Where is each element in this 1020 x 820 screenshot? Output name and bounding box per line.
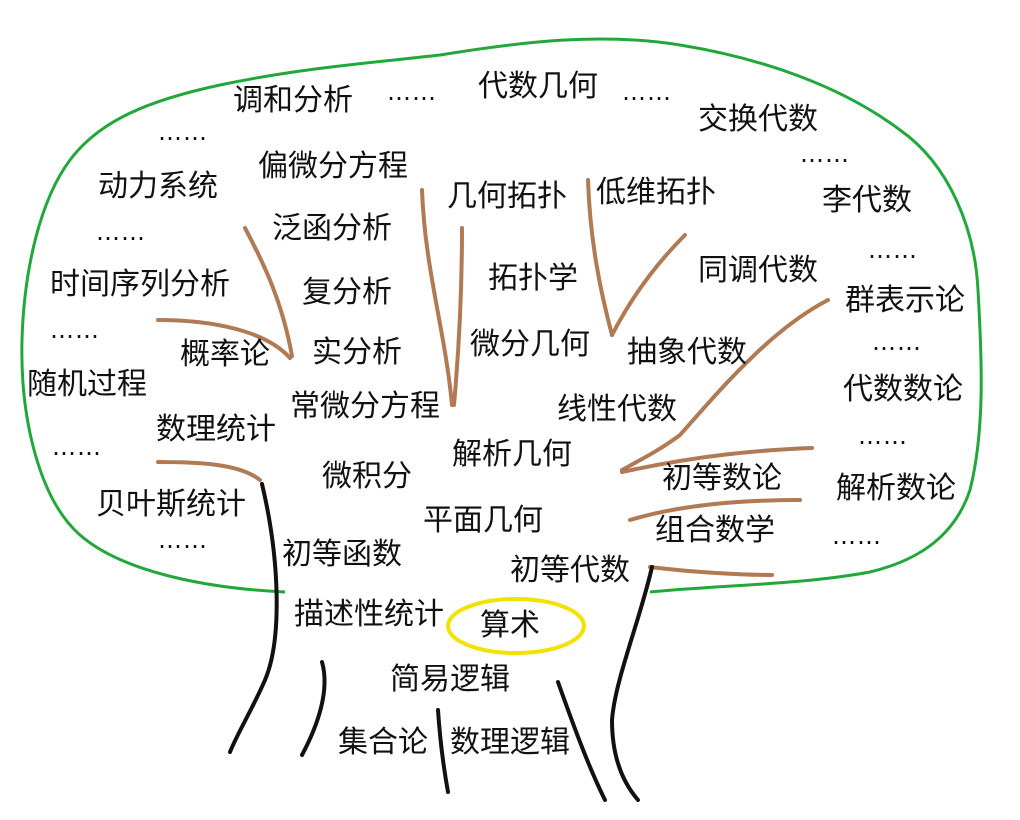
branch-number-theory <box>620 446 814 474</box>
ellipsis-11: …… <box>158 526 208 554</box>
ellipsis-10: …… <box>52 433 102 461</box>
label-low-dim-topology: 低维拓扑 <box>596 175 716 210</box>
label-complex-analysis: 复分析 <box>302 275 392 310</box>
branch-statistics <box>156 460 262 482</box>
label-mathematical-statistics: 数理统计 <box>156 412 276 447</box>
arithmetic-highlight <box>446 597 586 655</box>
label-combinatorics: 组合数学 <box>655 513 775 548</box>
label-calculus: 微积分 <box>322 459 412 494</box>
label-set-theory: 集合论 <box>338 725 428 760</box>
ellipsis-2: …… <box>622 78 672 106</box>
label-commutative-algebra: 交换代数 <box>698 102 818 137</box>
branch-homology <box>610 233 687 337</box>
label-abstract-algebra: 抽象代数 <box>627 335 747 370</box>
ellipsis-6: …… <box>868 236 918 264</box>
branch-low-dim-topology <box>586 178 614 337</box>
label-mathematical-logic: 数理逻辑 <box>450 725 570 760</box>
label-harmonic-analysis: 调和分析 <box>233 83 353 118</box>
label-real-analysis: 实分析 <box>312 335 402 370</box>
label-algebraic-number-theory: 代数数论 <box>843 372 963 407</box>
label-bayesian-statistics: 贝叶斯统计 <box>96 487 246 522</box>
root-center <box>436 708 450 794</box>
label-ordinary-de: 常微分方程 <box>290 389 440 424</box>
branch-pde <box>420 188 454 407</box>
label-group-representation: 群表示论 <box>845 283 965 318</box>
label-simple-logic: 简易逻辑 <box>390 662 510 697</box>
branch-probability <box>156 318 292 360</box>
label-stochastic-process: 随机过程 <box>27 367 147 402</box>
label-analytic-number-theory: 解析数论 <box>836 471 956 506</box>
label-time-series: 时间序列分析 <box>50 267 230 302</box>
label-plane-geometry: 平面几何 <box>423 503 543 538</box>
ellipsis-3: …… <box>158 118 208 146</box>
label-homological-algebra: 同调代数 <box>698 253 818 288</box>
root-right-inner <box>556 680 607 802</box>
branch-elementary-algebra <box>648 565 774 577</box>
label-elementary-algebra: 初等代数 <box>510 553 630 588</box>
branch-combinatorics <box>628 498 802 522</box>
label-linear-algebra: 线性代数 <box>557 392 677 427</box>
label-topology: 拓扑学 <box>488 261 578 296</box>
ellipsis-12: …… <box>832 522 882 550</box>
ellipsis-4: …… <box>800 140 850 168</box>
ellipsis-7: …… <box>50 316 100 344</box>
ellipsis-9: …… <box>858 422 908 450</box>
label-elementary-number-theory: 初等数论 <box>662 461 782 496</box>
trunk-right <box>609 565 654 802</box>
label-partial-de: 偏微分方程 <box>258 149 408 184</box>
branch-topology <box>452 226 464 407</box>
trunk-left <box>228 482 279 754</box>
label-arithmetic: 算术 <box>480 608 540 643</box>
label-probability: 概率论 <box>180 337 270 372</box>
label-functional-analysis: 泛函分析 <box>272 211 392 246</box>
label-elementary-functions: 初等函数 <box>282 537 402 572</box>
ellipsis-8: …… <box>872 328 922 356</box>
branch-representation <box>620 298 830 472</box>
root-left-inner <box>300 660 327 757</box>
label-descriptive-statistics: 描述性统计 <box>294 597 444 632</box>
branch-analysis-curve <box>243 226 294 358</box>
ellipsis-1: …… <box>387 78 437 106</box>
label-lie-algebra: 李代数 <box>822 183 912 218</box>
label-algebraic-geometry: 代数几何 <box>478 69 598 104</box>
label-analytic-geometry: 解析几何 <box>452 437 572 472</box>
label-dynamical-systems: 动力系统 <box>98 169 218 204</box>
ellipsis-5: …… <box>96 218 146 246</box>
canopy-outline <box>20 37 983 594</box>
label-differential-geometry: 微分几何 <box>470 327 590 362</box>
label-geometric-topology: 几何拓扑 <box>447 179 567 214</box>
